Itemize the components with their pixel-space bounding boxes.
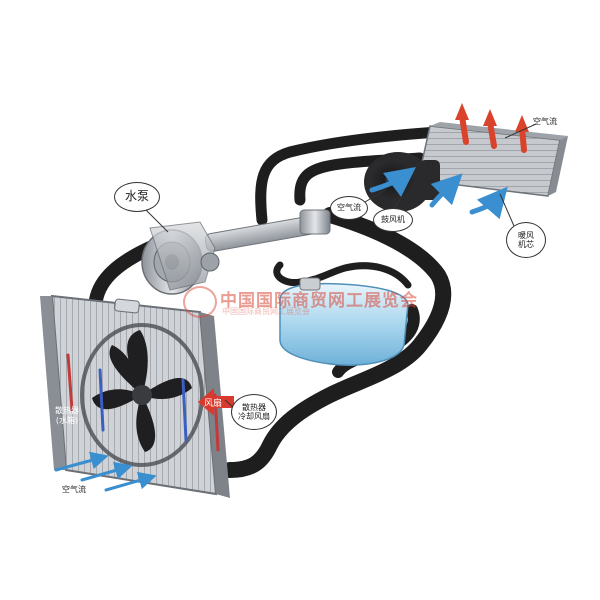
blower (364, 152, 440, 212)
airflow-arrows-radiator (54, 451, 157, 492)
radiator-label: 散热器 (水箱) (55, 406, 79, 425)
airflow-top-label: 空气流 (533, 117, 557, 126)
heat-arrows (455, 103, 529, 153)
watermark-logo (183, 286, 217, 318)
radiator-fan (80, 323, 204, 467)
radiator-fan-label: 散热器 冷却风扇 (231, 394, 277, 430)
heater-core-label: 暖风 机芯 (506, 222, 546, 258)
airflow-arrows-heater (369, 167, 508, 220)
watermark-subtext: 中国国际商贸网工展览会 (222, 307, 310, 316)
upper-heater-hose (255, 126, 444, 226)
coolant-reservoir (279, 277, 409, 366)
water-pump (141, 221, 220, 295)
water-pump-label: 水泵 (114, 182, 160, 212)
pump-to-radiator-hose (89, 241, 157, 307)
airflow-bottom-label: 空气流 (62, 485, 86, 494)
airflow-mid-label: 空气流 (330, 196, 368, 220)
water-pump-shaft (204, 209, 331, 252)
fan-arrow (198, 388, 234, 416)
fan-arrow-label: 风扇 (204, 399, 223, 409)
main-return-hose (222, 207, 452, 478)
blower-label: 鼓风机 (373, 208, 413, 232)
watermark: 中国国际商贸网工展览会 (220, 291, 418, 311)
overflow-hose (273, 261, 412, 289)
